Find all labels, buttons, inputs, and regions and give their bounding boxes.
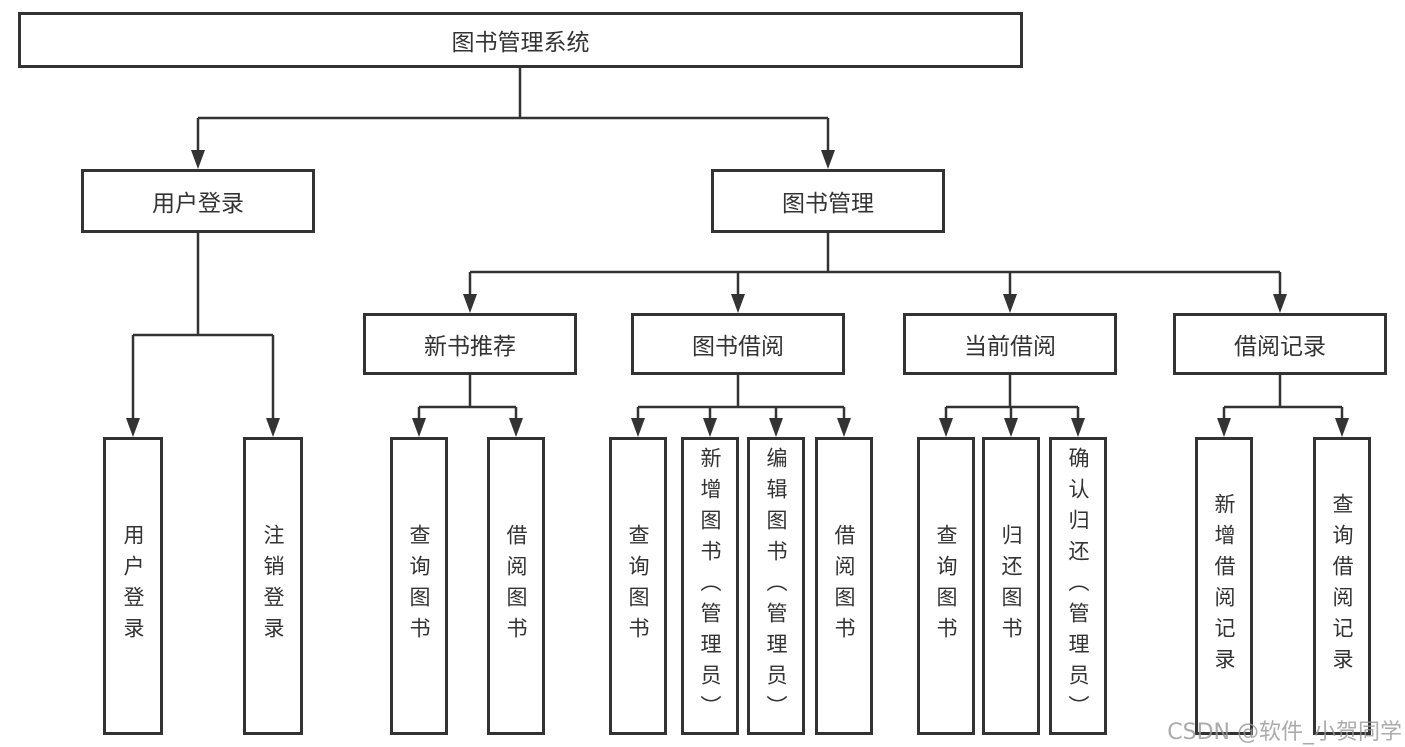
leaf-add-borrow-record-label: 新增借阅记录 bbox=[1212, 493, 1237, 679]
leaf-return-book-label: 归还图书 bbox=[999, 524, 1024, 648]
leaf-borrow-books-borrowing: 借阅图书 bbox=[815, 437, 873, 735]
leaf-query-books-recommend: 查询图书 bbox=[390, 437, 448, 735]
leaf-edit-book-admin: 编辑图书（管理员） bbox=[747, 437, 805, 735]
leaf-query-borrow-record: 查询借阅记录 bbox=[1313, 437, 1371, 735]
leaf-logout: 注销登录 bbox=[243, 437, 303, 735]
leaf-add-book-admin: 新增图书（管理员） bbox=[681, 437, 739, 735]
node-book-management: 图书管理 bbox=[711, 169, 945, 233]
leaf-edit-book-admin-label: 编辑图书（管理员） bbox=[764, 446, 789, 726]
leaf-confirm-return-admin-label: 确认归还（管理员） bbox=[1066, 446, 1091, 726]
csdn-watermark: CSDN @软件_小贺同学 bbox=[1167, 720, 1402, 745]
node-new-book-recommend: 新书推荐 bbox=[363, 313, 577, 375]
node-book-borrowing: 图书借阅 bbox=[631, 313, 845, 375]
leaf-add-book-admin-label: 新增图书（管理员） bbox=[698, 446, 723, 726]
connector-lines bbox=[131, 68, 1344, 421]
leaf-user-login-label: 用户登录 bbox=[121, 524, 146, 648]
leaf-query-books-borrowing-label: 查询图书 bbox=[626, 524, 651, 648]
arrowhead-icons bbox=[126, 150, 1349, 437]
leaf-borrow-books-recommend-label: 借阅图书 bbox=[504, 524, 529, 648]
leaf-logout-label: 注销登录 bbox=[261, 524, 286, 648]
leaf-query-books-borrowing: 查询图书 bbox=[609, 437, 667, 735]
leaf-confirm-return-admin: 确认归还（管理员） bbox=[1049, 437, 1107, 735]
leaf-query-books-current-label: 查询图书 bbox=[934, 524, 959, 648]
leaf-add-borrow-record: 新增借阅记录 bbox=[1195, 437, 1253, 735]
leaf-user-login: 用户登录 bbox=[103, 437, 163, 735]
leaf-query-books-current: 查询图书 bbox=[917, 437, 975, 735]
node-borrowing-records: 借阅记录 bbox=[1173, 313, 1387, 375]
leaf-query-borrow-record-label: 查询借阅记录 bbox=[1330, 493, 1355, 679]
node-library-system: 图书管理系统 bbox=[18, 12, 1023, 68]
leaf-borrow-books-recommend: 借阅图书 bbox=[487, 437, 545, 735]
node-user-login: 用户登录 bbox=[81, 169, 315, 233]
leaf-return-book: 归还图书 bbox=[982, 437, 1040, 735]
leaf-query-books-recommend-label: 查询图书 bbox=[407, 524, 432, 648]
leaf-borrow-books-borrowing-label: 借阅图书 bbox=[832, 524, 857, 648]
node-current-borrowing: 当前借阅 bbox=[903, 313, 1117, 375]
